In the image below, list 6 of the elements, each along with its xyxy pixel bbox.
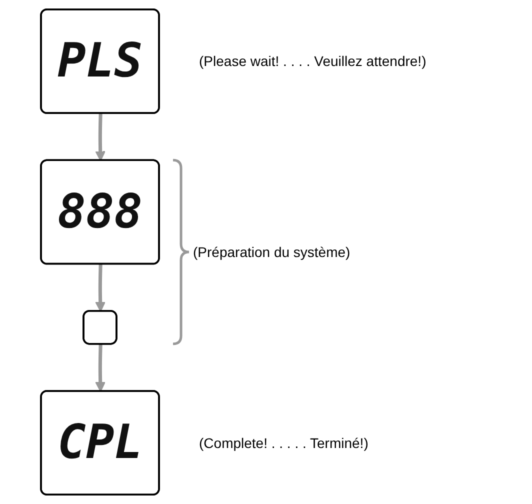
caption-text: (Please wait! . . . . Veuillez attendre!) bbox=[199, 53, 426, 70]
arrow bbox=[95, 264, 106, 312]
arrow bbox=[95, 344, 106, 392]
bracket-label: (Préparation du système) bbox=[193, 244, 350, 260]
arrow bbox=[95, 114, 106, 162]
caption-text: (Complete! . . . . . Terminé!) bbox=[199, 434, 368, 451]
